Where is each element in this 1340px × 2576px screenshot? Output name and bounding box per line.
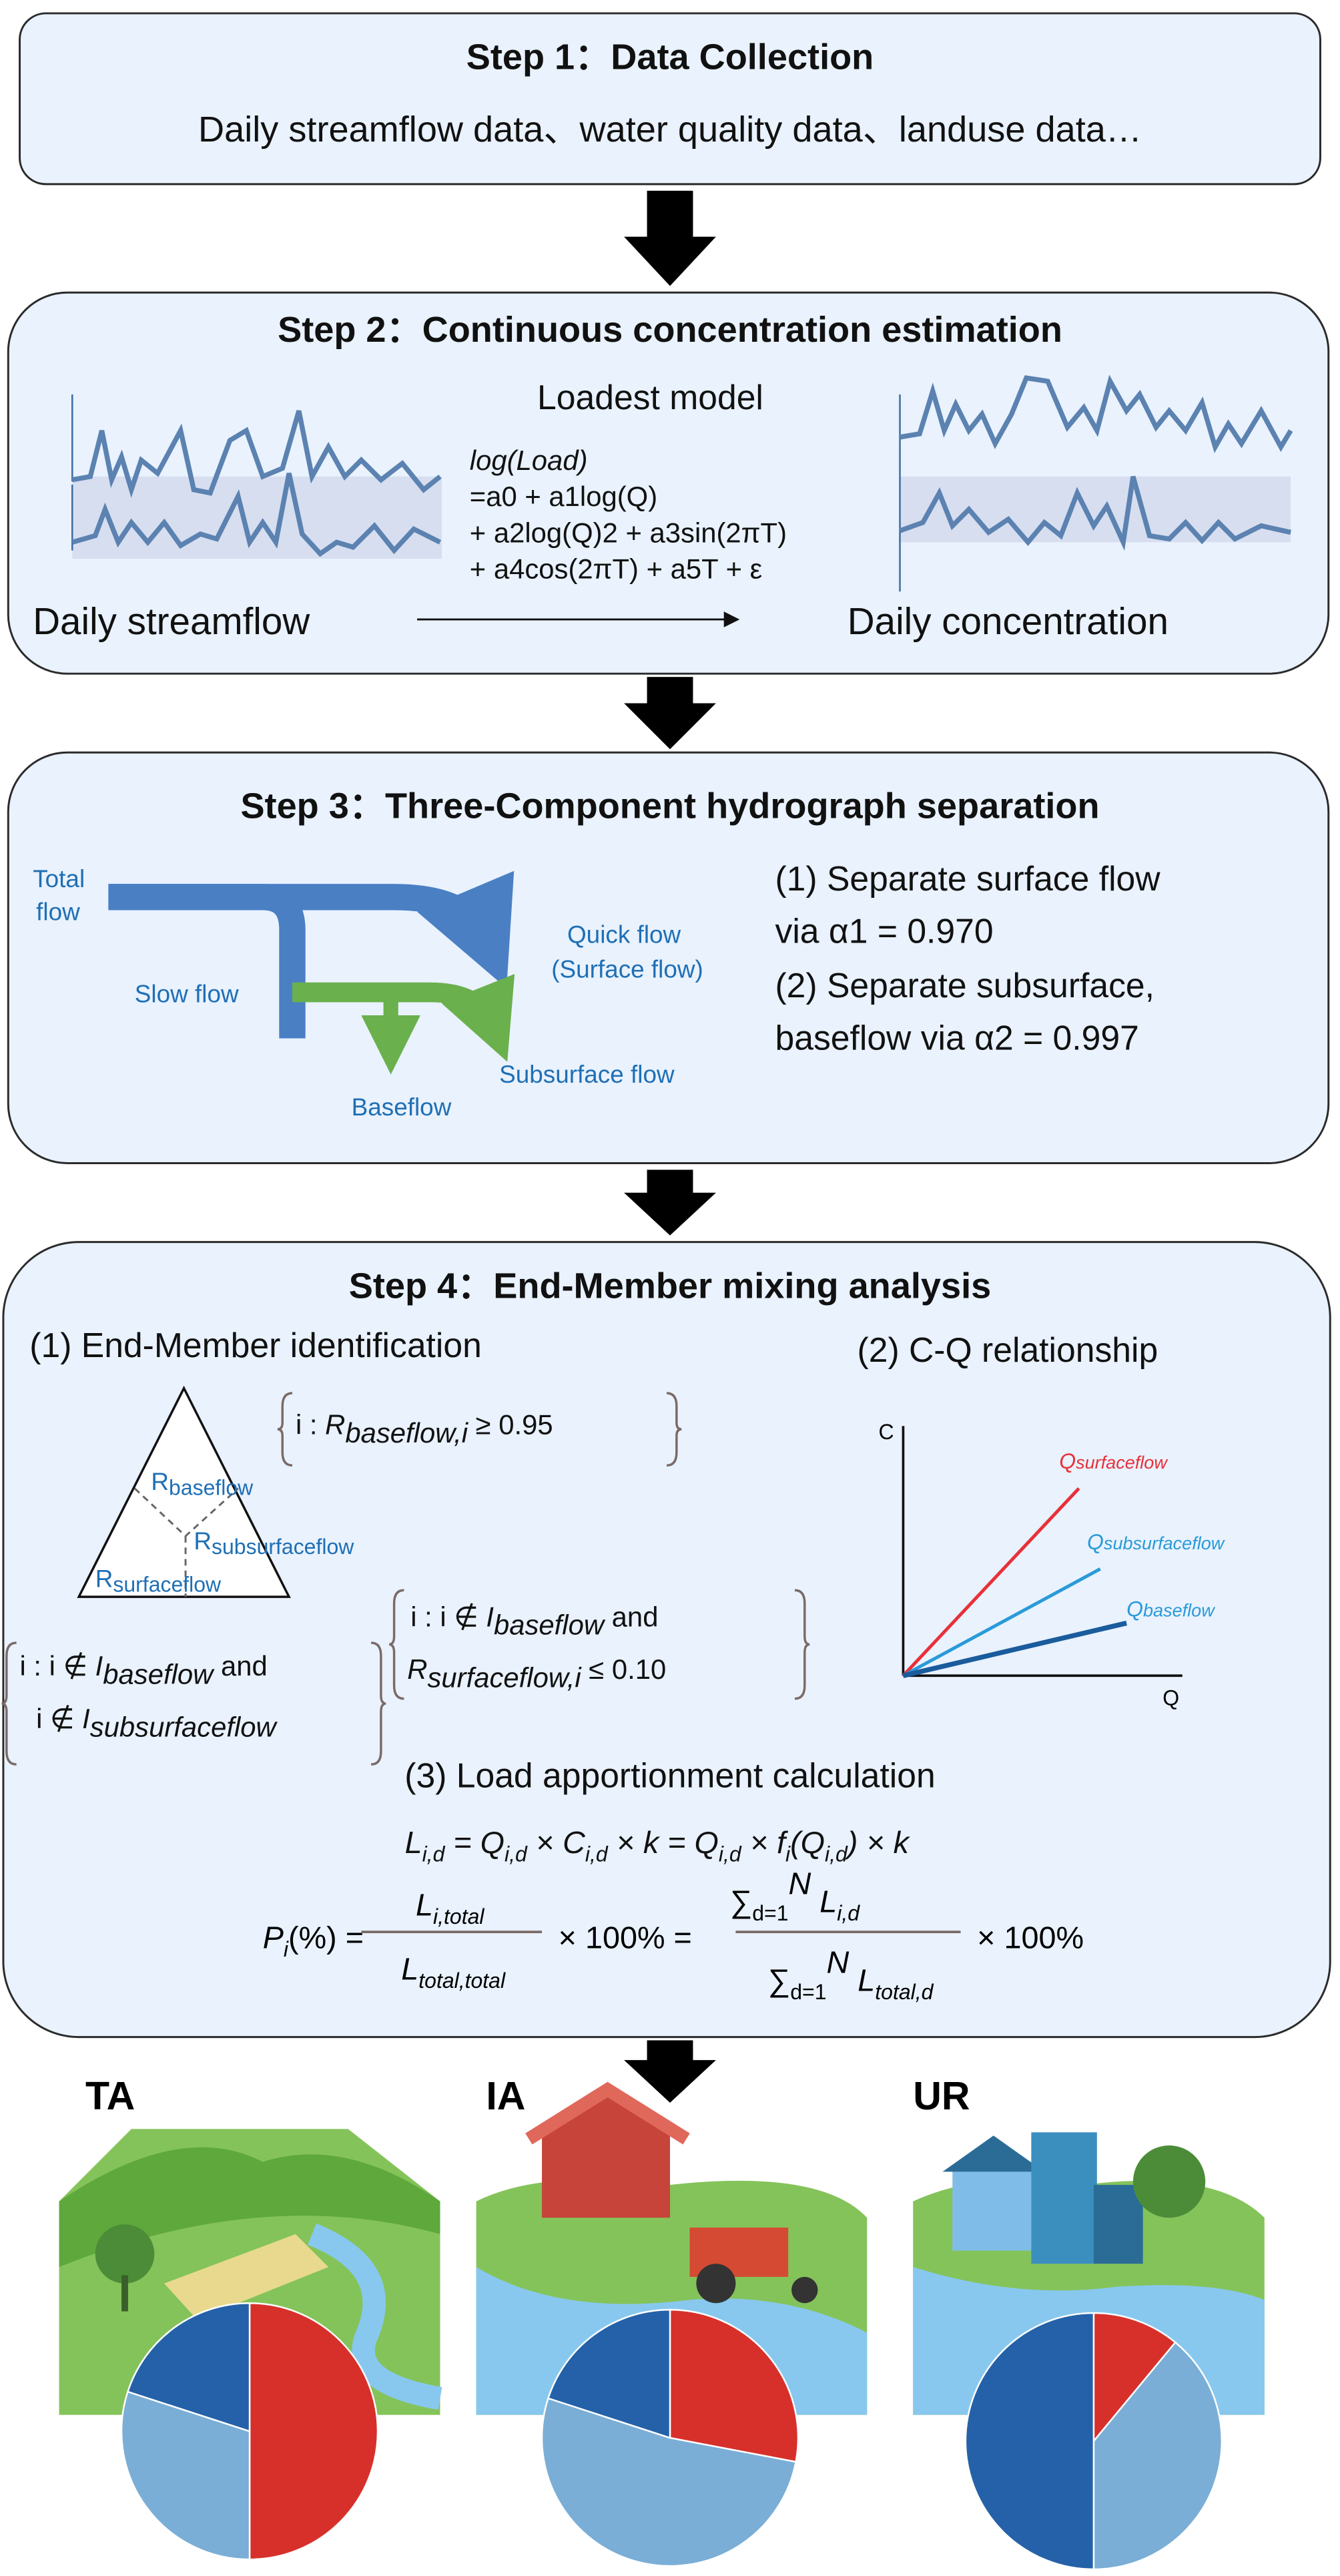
- pie-ia: [541, 2308, 799, 2567]
- step4-box: Step 4：End-Member mixing analysis (1) En…: [1, 1241, 1331, 2039]
- step1-title: Step 1：Data Collection: [466, 37, 874, 77]
- svg-text:Q: Q: [1162, 1686, 1179, 1710]
- svg-text:=a0 + a1log(Q): =a0 + a1log(Q): [470, 481, 657, 512]
- svg-text:∑d=1N Ltotal,d: ∑d=1N Ltotal,d: [768, 1945, 934, 2004]
- svg-text:(Surface flow): (Surface flow): [551, 955, 703, 983]
- svg-text:Total: Total: [33, 865, 85, 892]
- svg-text:Subsurface flow: Subsurface flow: [499, 1061, 675, 1088]
- cq-relationship-heading: (2) C-Q relationship: [858, 1330, 1158, 1369]
- svg-text:Quick flow: Quick flow: [567, 921, 681, 949]
- svg-text:flow: flow: [36, 898, 80, 925]
- svg-text:Rsurfaceflow,i ≤ 0.10: Rsurfaceflow,i ≤ 0.10: [407, 1653, 666, 1693]
- percentage-equation: Pi(%) = Li,total Ltotal,total × 100% = ∑…: [263, 1866, 1084, 2004]
- daily-concentration-label: Daily concentration: [848, 600, 1168, 642]
- baseflow-line: [902, 1620, 1127, 1678]
- svg-text:i ∉ Isubsurfaceflow: i ∉ Isubsurfaceflow: [36, 1703, 278, 1742]
- flow-separation-diagram: Total flow Slow flow Quick flow (Surface…: [33, 865, 703, 1121]
- end-member-identification-heading: (1) End-Member identification: [29, 1326, 482, 1364]
- load-apportionment-heading: (3) Load apportionment calculation: [404, 1756, 935, 1795]
- svg-text:(2) Separate subsurface,: (2) Separate subsurface,: [775, 966, 1154, 1005]
- loadest-model-label: Loadest model: [537, 378, 763, 417]
- svg-text:baseflow via α2 = 0.997: baseflow via α2 = 0.997: [775, 1019, 1138, 1057]
- down-arrow-1: [624, 190, 716, 286]
- svg-text:Rsubsurfaceflow: Rsubsurfaceflow: [194, 1527, 354, 1559]
- svg-text:i : i ∉ Ibaseflow and: i : i ∉ Ibaseflow and: [410, 1601, 658, 1640]
- svg-text:× 100% =: × 100% =: [559, 1920, 692, 1955]
- daily-streamflow-label: Daily streamflow: [33, 600, 310, 642]
- svg-text:log(Load): log(Load): [470, 445, 588, 476]
- pie-slice-subsurface: [1092, 2341, 1223, 2571]
- region-ia: IA: [476, 2074, 868, 2567]
- svg-text:Qsurfaceflow: Qsurfaceflow: [1059, 1449, 1168, 1473]
- svg-text:Li,total: Li,total: [416, 1888, 484, 1928]
- cq-chart: C Q Qsurfaceflow Qsubsurfaceflow Qbasefl…: [879, 1420, 1225, 1710]
- region-ur: UR: [913, 2074, 1265, 2571]
- region-label-ur: UR: [913, 2074, 970, 2118]
- svg-text:Qbaseflow: Qbaseflow: [1126, 1597, 1215, 1621]
- svg-text:(1) Separate surface flow: (1) Separate surface flow: [775, 859, 1160, 898]
- concentration-plot: [899, 374, 1293, 592]
- region-label-ta: TA: [85, 2074, 135, 2118]
- svg-text:× 100%: × 100%: [977, 1920, 1084, 1955]
- separation-notes: (1) Separate surface flow via α1 = 0.970…: [775, 859, 1160, 1057]
- surfaceflow-condition: i : i ∉ Ibaseflow and Rsurfaceflow,i ≤ 0…: [389, 1589, 810, 1700]
- svg-text:C: C: [879, 1420, 894, 1444]
- pie-ta: [120, 2302, 379, 2561]
- step3-box: Step 3：Three-Component hydrograph separa…: [7, 751, 1330, 1164]
- svg-text:Ltotal,total: Ltotal,total: [401, 1951, 506, 1992]
- svg-text:∑d=1N Li,d: ∑d=1N Li,d: [730, 1866, 860, 1925]
- step2-box: Step 2：Continuous concentration estimati…: [7, 291, 1330, 675]
- svg-text:Rsurfaceflow: Rsurfaceflow: [95, 1565, 222, 1596]
- down-arrow-3: [624, 1170, 716, 1236]
- surfaceflow-line: [902, 1487, 1080, 1677]
- pie-slice-base: [964, 2312, 1095, 2571]
- pie-slice-surface: [1092, 2312, 1177, 2444]
- svg-text:Slow flow: Slow flow: [135, 980, 239, 1007]
- pie-slice-surface: [669, 2308, 799, 2463]
- subsurfaceflow-line: [902, 1567, 1101, 1678]
- streamflow-plot: [71, 394, 442, 559]
- pie-ur: [964, 2312, 1223, 2571]
- ternary-triangle: Rbaseflow Rsubsurfaceflow Rsurfaceflow: [77, 1385, 354, 1598]
- pie-slice-subsurface: [541, 2397, 797, 2567]
- step3-title: Step 3：Three-Component hydrograph separa…: [240, 786, 1099, 826]
- region-label-ia: IA: [486, 2074, 525, 2118]
- svg-text:i : i ∉ Ibaseflow and: i : i ∉ Ibaseflow and: [20, 1650, 268, 1690]
- down-arrow-4: [624, 2040, 716, 2103]
- pie-slice-surface: [248, 2302, 379, 2561]
- loadest-equation: log(Load) =a0 + a1log(Q) + a2log(Q)2 + a…: [470, 445, 787, 584]
- region-ta: TA: [59, 2074, 442, 2561]
- pie-slice-base: [126, 2302, 251, 2432]
- svg-text:i : Rbaseflow,i ≥ 0.95: i : Rbaseflow,i ≥ 0.95: [296, 1409, 553, 1449]
- step1-text: Daily streamflow data、water quality data…: [198, 109, 1142, 150]
- svg-text:+ a4cos(2πT) + a5T + ε: + a4cos(2πT) + a5T + ε: [470, 553, 763, 584]
- step1-box: Step 1：Data Collection Daily streamflow …: [19, 12, 1321, 186]
- svg-text:Qsubsurfaceflow: Qsubsurfaceflow: [1087, 1530, 1225, 1554]
- svg-text:+ a2log(Q)2 + a3sin(2πT): + a2log(Q)2 + a3sin(2πT): [470, 517, 787, 548]
- step2-title: Step 2：Continuous concentration estimati…: [278, 310, 1062, 350]
- load-equation: Li,d = Qi,d × Ci,d × k = Qi,d × fi(Qi,d)…: [405, 1825, 911, 1866]
- svg-text:Rbaseflow: Rbaseflow: [151, 1468, 254, 1499]
- step4-title: Step 4：End-Member mixing analysis: [349, 1266, 992, 1306]
- pie-slice-subsurface: [120, 2390, 251, 2561]
- svg-text:via α1 = 0.970: via α1 = 0.970: [775, 912, 993, 951]
- down-arrow-2: [624, 677, 716, 750]
- svg-text:Baseflow: Baseflow: [352, 1093, 452, 1121]
- baseflow-condition: i : Rbaseflow,i ≥ 0.95: [277, 1392, 682, 1467]
- svg-text:Pi(%) =: Pi(%) =: [263, 1920, 364, 1961]
- pie-slice-base: [547, 2308, 671, 2439]
